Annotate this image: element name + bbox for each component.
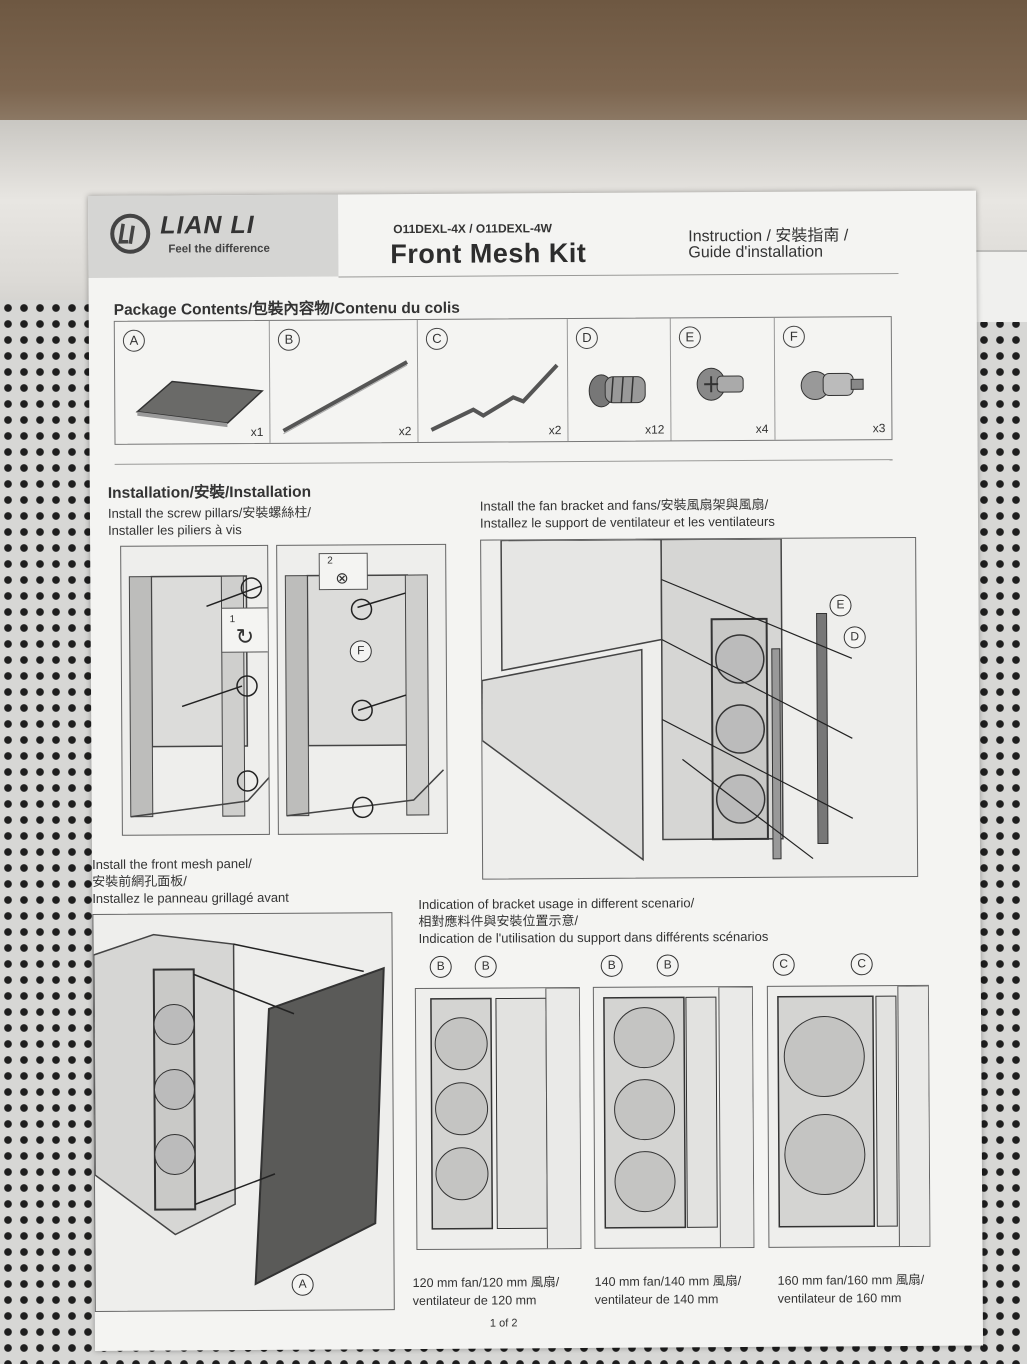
- scenario1-right-tag: B: [474, 955, 497, 978]
- item-letter: F: [782, 325, 805, 348]
- step1-figure-b: 2 ⊗ F: [276, 543, 448, 835]
- callout-1: 1: [230, 614, 236, 625]
- scenario3-caption: 160 mm fan/160 mm 風扇/ ventilateur de 160…: [777, 1272, 925, 1306]
- logo-area: LIAN LI Feel the difference: [88, 194, 339, 278]
- divider: [338, 273, 899, 278]
- scenario1-figure: [414, 987, 582, 1251]
- case-interior-illustration: 1 ↻: [128, 575, 270, 818]
- instruction-sheet: LIAN LI Feel the difference O11DEXL-4X /…: [88, 190, 984, 1351]
- mesh-panel-icon: [135, 380, 264, 428]
- package-item-f: F x3: [775, 317, 892, 440]
- instruction-label: Instruction / 安裝指南 /: [688, 227, 849, 246]
- item-qty: x1: [250, 424, 264, 440]
- package-item-b: B x2: [269, 319, 419, 443]
- fan-120mm-illustration: [430, 987, 582, 1251]
- step1-caption: Install the screw pillars/安裝螺絲柱/ Install…: [107, 504, 311, 538]
- step3-figure: A: [92, 912, 395, 1312]
- step1-figure-a: 1 ↻: [120, 544, 270, 836]
- case-interior-illustration: 2 ⊗: [284, 552, 445, 819]
- package-item-e: E x4: [670, 317, 776, 441]
- scenario1-caption: 120 mm fan/120 mm 風扇/ ventilateur de 120…: [412, 1275, 560, 1309]
- part-tag-f: F: [349, 640, 372, 663]
- step2-caption: Install the fan bracket and fans/安裝風扇架與風…: [479, 496, 775, 531]
- package-item-c: C x2: [417, 319, 569, 442]
- scenario2-left-tag: B: [600, 954, 623, 977]
- fan-bracket-illustration: [481, 538, 854, 862]
- part-tag-d: D: [843, 626, 866, 649]
- package-item-a: A x1: [114, 320, 271, 444]
- scenario2-right-tag: B: [656, 954, 679, 977]
- fan-160mm-illustration: [777, 985, 931, 1248]
- item-qty: x2: [398, 424, 412, 439]
- scenario3-figure: [766, 984, 931, 1248]
- item-qty: x4: [755, 421, 769, 436]
- straight-bracket-icon: [282, 360, 408, 435]
- svg-text:↻: ↻: [236, 624, 255, 649]
- item-qty: x12: [645, 422, 665, 437]
- fan-140mm-illustration: [603, 986, 755, 1249]
- installation-heading: Installation/安裝/Installation: [107, 483, 312, 502]
- brand-name: LIAN LI: [160, 210, 255, 240]
- scenario2-caption: 140 mm fan/140 mm 風扇/ ventilateur de 140…: [594, 1274, 742, 1307]
- scenario3-left-tag: C: [772, 953, 795, 976]
- curved-bracket-icon: [430, 363, 559, 432]
- model-number: O11DEXL-4X / O11DEXL-4W: [393, 221, 552, 237]
- page-title: Front Mesh Kit: [390, 237, 587, 270]
- step2-figure: E D: [480, 536, 919, 880]
- divider: [114, 459, 893, 465]
- screw-pillar-icon: [800, 371, 864, 401]
- item-letter: C: [425, 327, 448, 350]
- item-letter: A: [122, 329, 145, 352]
- svg-text:⊗: ⊗: [335, 570, 349, 587]
- item-letter: E: [678, 326, 701, 349]
- page-number: 1 of 2: [489, 1317, 518, 1330]
- step4-caption: Indication of bracket usage in different…: [418, 895, 769, 946]
- scenario2-figure: [592, 985, 755, 1249]
- package-table: A x1 B x2 C x2 D: [113, 316, 893, 445]
- item-qty: x2: [548, 423, 562, 438]
- lian-li-logo-icon: [110, 213, 151, 254]
- scenario3-right-tag: C: [850, 953, 873, 976]
- item-qty: x3: [872, 421, 886, 436]
- brand-tagline: Feel the difference: [168, 242, 270, 256]
- callout-2: 2: [327, 556, 333, 567]
- package-item-d: D x12: [567, 318, 672, 442]
- item-letter: B: [277, 328, 300, 351]
- part-tag-a: A: [291, 1273, 314, 1296]
- instruction-label-fr: Guide d'installation: [688, 243, 824, 262]
- fan-screw-icon: [588, 374, 646, 408]
- flat-screw-icon: [696, 367, 744, 401]
- item-letter: D: [575, 326, 598, 350]
- step3-caption: Install the front mesh panel/ 安裝前網孔面板/ I…: [92, 856, 289, 906]
- mesh-panel-install-illustration: [92, 933, 385, 1286]
- part-tag-e: E: [829, 594, 852, 617]
- package-heading: Package Contents/包裝內容物/Contenu du colis: [113, 299, 460, 319]
- scenario1-left-tag: B: [429, 955, 452, 978]
